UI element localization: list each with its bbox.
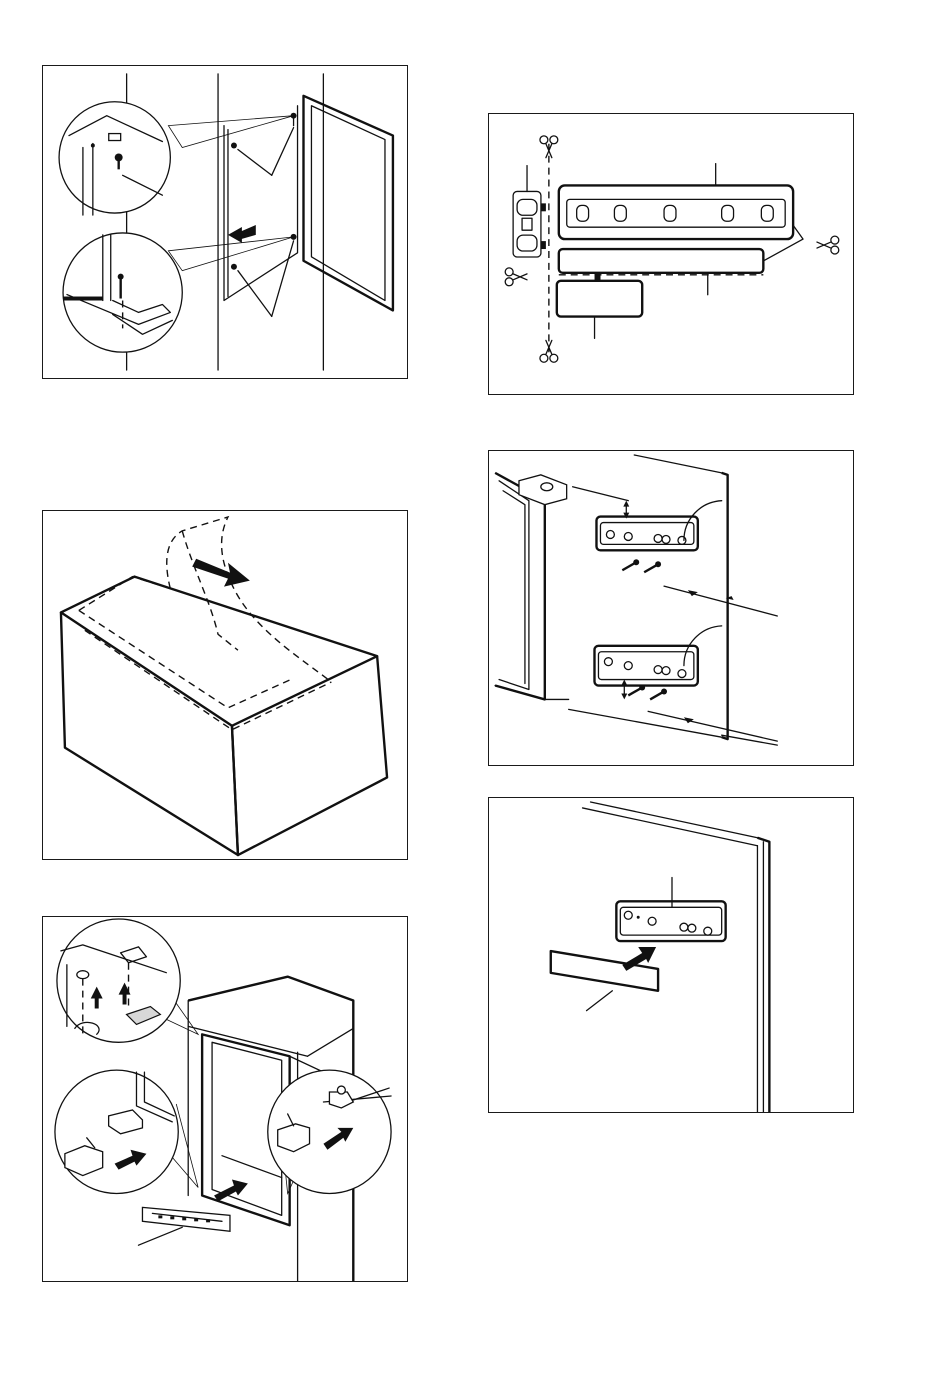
hinge-brackets-illustration: [489, 451, 853, 765]
door-screws-illustration: [43, 66, 407, 378]
scissors-icon: [817, 236, 839, 254]
detail-circle: [63, 233, 182, 352]
cover-plate-illustration: [489, 798, 853, 1112]
screw-icon: [231, 143, 237, 149]
arrow-icon: [214, 1180, 248, 1202]
bracket-icon: [596, 517, 697, 551]
screw-icon: [291, 113, 297, 126]
scissors-icon: [505, 268, 527, 286]
detail-circle: [57, 919, 180, 1042]
screw-icon: [231, 264, 237, 270]
screw-icon: [622, 559, 667, 699]
detail-circle: [268, 1070, 391, 1193]
bracket-icon: [616, 901, 725, 941]
figure-door-screws: [42, 65, 408, 379]
cut-cover-illustration: [489, 114, 853, 394]
figure-tape-cabinet: [42, 510, 408, 860]
tape-cabinet-illustration: [43, 511, 407, 859]
figure-cut-cover: [488, 113, 854, 395]
bracket-icon: [594, 646, 697, 686]
detail-circle: [59, 102, 170, 215]
figure-clip-mounting: [42, 916, 408, 1282]
figure-cover-plate: [488, 797, 854, 1113]
clip-mounting-illustration: [43, 917, 407, 1281]
arrow-icon: [228, 225, 256, 243]
figure-hinge-brackets: [488, 450, 854, 766]
arrow-icon: [192, 559, 250, 587]
detail-circle: [55, 1070, 178, 1193]
